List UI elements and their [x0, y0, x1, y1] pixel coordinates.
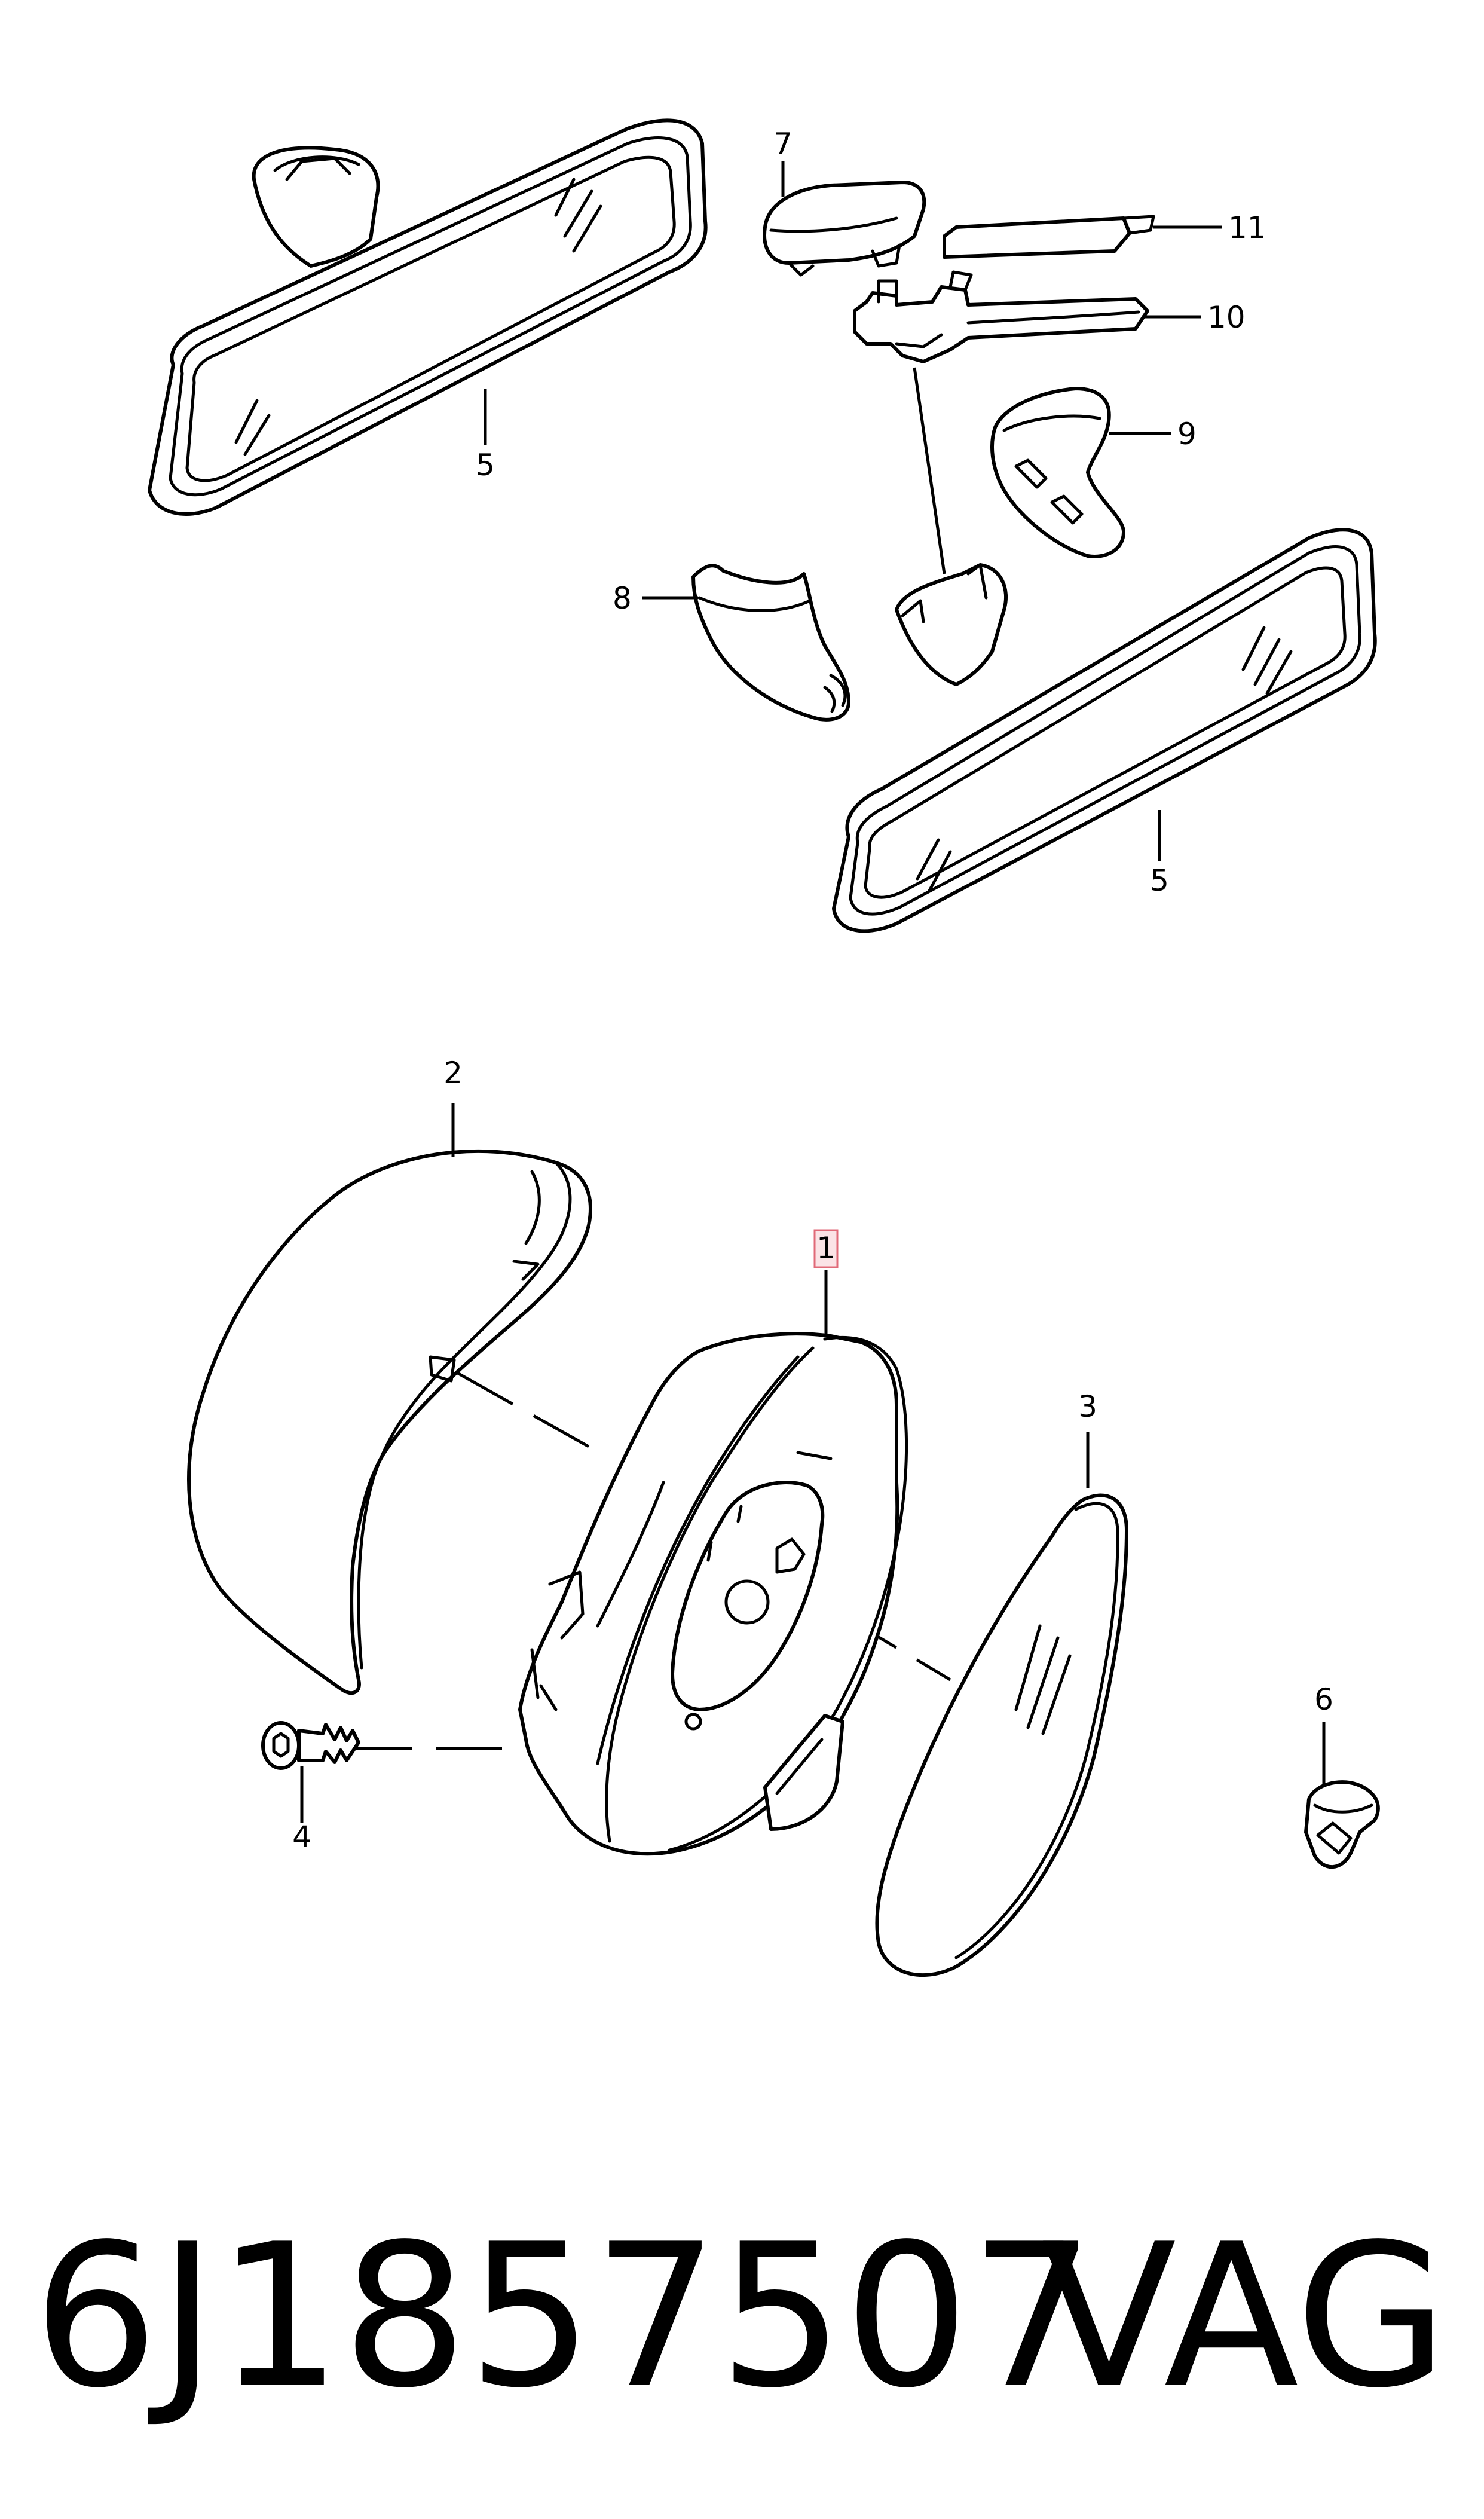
- mounting-bracket: [853, 270, 1149, 363]
- callout-6: 6: [1314, 1682, 1333, 1717]
- callout-4: 4: [292, 1820, 311, 1854]
- callout-3: 3: [1078, 1389, 1097, 1424]
- callout-1-highlight: [813, 1229, 839, 1268]
- callout-9: 9: [1177, 417, 1197, 451]
- brand-label: VAG: [1041, 2202, 1448, 2431]
- callout-11: 11: [1228, 210, 1266, 245]
- upper-mount-cover: [990, 387, 1125, 558]
- part-number-label: 6J1857507: [33, 2202, 1095, 2431]
- torx-screw: [261, 1721, 360, 1770]
- mirror-housing: [518, 1332, 908, 1856]
- assembly-line-cap: [454, 1370, 590, 1448]
- sensor-cover: [763, 181, 926, 277]
- trim-strip: [943, 215, 1155, 259]
- callout-2: 2: [443, 1056, 463, 1090]
- interior-mirror-left: [148, 118, 708, 516]
- interior-mirror-right: [832, 528, 1377, 933]
- callout-8: 8: [613, 581, 632, 616]
- callout-5-bottom: 5: [1150, 863, 1169, 898]
- assembly-line-bracket: [913, 367, 946, 574]
- callout-1: 1: [816, 1231, 836, 1265]
- lower-mount-cover: [691, 564, 850, 722]
- callout-7: 7: [773, 127, 793, 161]
- callout-5-top: 5: [476, 448, 495, 482]
- mirror-cap: [187, 1149, 592, 1695]
- callout-10: 10: [1207, 300, 1246, 335]
- mirror-glass: [875, 1493, 1128, 1977]
- footer: 6J1857507 VAG: [0, 2188, 1484, 2445]
- retaining-clip: [1304, 1780, 1380, 1869]
